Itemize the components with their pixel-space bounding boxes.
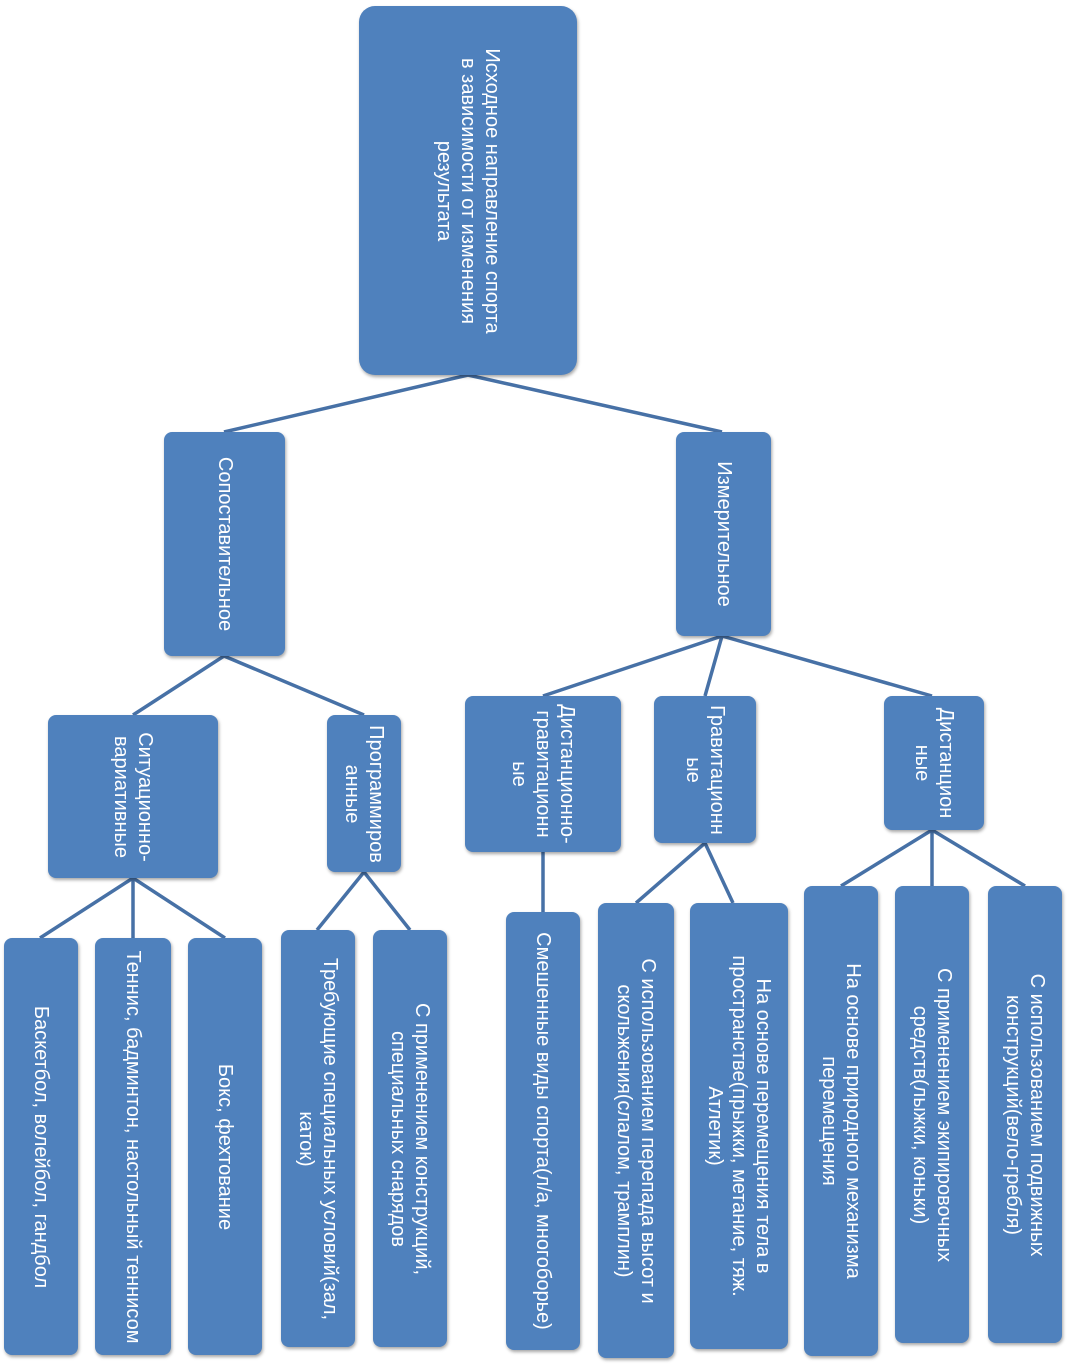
leaf-jumping-label: На основе перемещения тела в пространств…	[704, 955, 774, 1297]
connector-line	[362, 870, 412, 932]
leaf-moving-constructions: С использованием подвижных конструкций(в…	[988, 886, 1062, 1343]
leaf-mixed-sports-label: Смешенные виды спорта(л/а, многоборье)	[532, 932, 554, 1330]
leaf-tennis: Теннис, бадминтон, настольный теннисом	[95, 938, 171, 1355]
leaf-equipment: С применением экипировочных средств(лыжк…	[895, 886, 969, 1343]
leaf-basketball-label: Баскетбол, волейбол, гандбол	[30, 1005, 52, 1288]
connector-line	[721, 634, 933, 698]
leaf-apparatus: С применением конструкций, специальных с…	[373, 930, 447, 1347]
situational-node: Ситуационно-вариативные	[48, 715, 218, 878]
root-node-label: Исходное направление спорта в зависимост…	[433, 47, 503, 334]
programmed-node: Программированные	[327, 715, 401, 872]
leaf-boxing-label: Бокс, фехтование	[214, 1063, 236, 1230]
distance-node: Дистанционные	[884, 696, 984, 830]
gravity-node: Гравитационные	[654, 696, 756, 843]
measuring-node: Измерительное	[676, 432, 771, 636]
connector-line	[634, 841, 707, 905]
leaf-slalom-label: С использованием перепада высот и скольж…	[613, 957, 659, 1304]
measuring-node-label: Измерительное	[712, 461, 735, 607]
leaf-mixed-sports: Смешенные виды спорта(л/а, многоборье)	[506, 912, 580, 1350]
distance-node-label: Дистанционные	[911, 707, 957, 819]
connector-line	[315, 870, 366, 932]
connector-line	[132, 876, 226, 940]
comparative-node-label: Сопоставительное	[213, 456, 236, 632]
situational-node-label: Ситуационно-вариативные	[110, 731, 156, 862]
connector-line	[542, 634, 723, 698]
connector-line	[467, 373, 723, 434]
connector-line	[223, 373, 469, 434]
leaf-special-conditions: Требующие специальных условий(зал, каток…	[281, 930, 355, 1347]
root-node: Исходное направление спорта в зависимост…	[359, 6, 577, 375]
leaf-basketball: Баскетбол, волейбол, гандбол	[4, 938, 78, 1355]
connector-line	[39, 876, 134, 940]
leaf-moving-constructions-label: С использованием подвижных конструкций(в…	[1002, 973, 1048, 1256]
leaf-boxing: Бокс, фехтование	[188, 938, 262, 1355]
leaf-equipment-label: С применением экипировочных средств(лыжк…	[909, 967, 955, 1262]
connector-line	[223, 654, 365, 717]
leaf-tennis-label: Теннис, бадминтон, настольный теннисом	[122, 949, 144, 1343]
comparative-node: Сопоставительное	[164, 432, 285, 656]
distance-gravity-node-label: Дистанционно-гравитационные	[508, 704, 578, 844]
leaf-jumping: На основе перемещения тела в пространств…	[690, 903, 788, 1349]
gravity-node-label: Гравитационные	[682, 704, 728, 835]
leaf-natural-movement: На основе природного механизма перемещен…	[804, 886, 878, 1356]
leaf-slalom: С использованием перепада высот и скольж…	[598, 903, 674, 1358]
connector-line	[703, 635, 724, 697]
programmed-node-label: Программированные	[341, 724, 387, 863]
connector-line	[840, 828, 933, 888]
leaf-natural-movement-label: На основе природного механизма перемещен…	[818, 963, 864, 1279]
connector-line	[931, 828, 1026, 888]
leaf-special-conditions-label: Требующие специальных условий(зал, каток…	[295, 957, 341, 1320]
distance-gravity-node: Дистанционно-гравитационные	[465, 696, 621, 852]
leaf-apparatus-label: С применением конструкций, специальных с…	[387, 1002, 433, 1275]
connector-line	[703, 842, 735, 904]
connector-line	[132, 654, 225, 717]
